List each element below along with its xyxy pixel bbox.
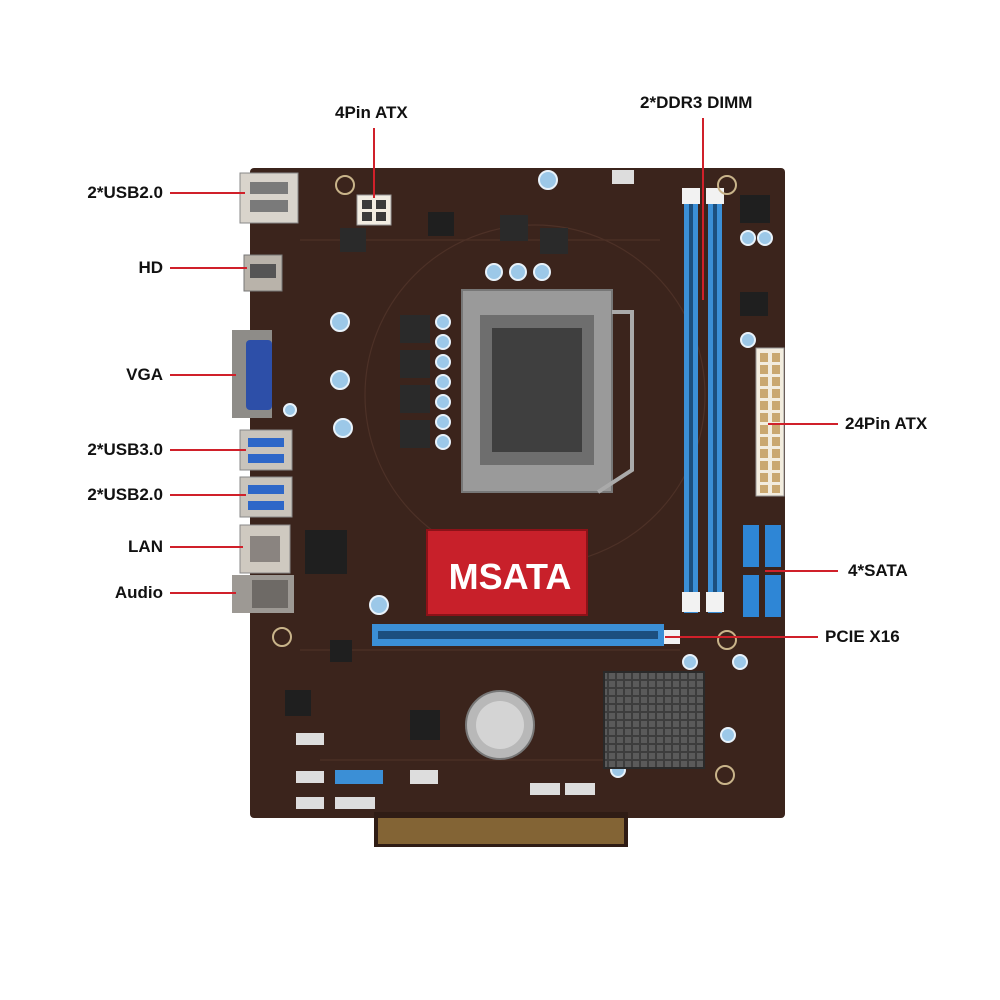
label-usb30: 2*USB3.0 [87, 440, 163, 459]
atx-4pin-connector [356, 194, 392, 226]
cpu-socket [461, 289, 634, 494]
cmos-battery [465, 690, 535, 760]
ddr3-dimm-slots [682, 188, 724, 613]
msata-card: MSATA [426, 529, 588, 616]
mounting-holes [272, 175, 737, 785]
sata-connectors [743, 525, 781, 617]
label-24pin-atx: 24Pin ATX [845, 414, 928, 433]
lan-port [239, 524, 291, 574]
usb30-port [239, 429, 293, 471]
pcie-x16-slot [372, 624, 680, 646]
audio-port [232, 575, 294, 613]
vrm-components [340, 212, 568, 448]
leader-lines [170, 118, 838, 638]
atx-24pin-holes [760, 353, 780, 493]
label-vga: VGA [126, 365, 163, 384]
capacitors [283, 170, 773, 778]
usb20-top-port [239, 172, 299, 224]
usb20-bottom-port [239, 476, 293, 518]
label-usb20-bottom: 2*USB2.0 [87, 485, 163, 504]
label-4pin-atx: 4Pin ATX [335, 103, 408, 122]
label-hd: HD [138, 258, 163, 277]
misc-chips [285, 195, 770, 740]
vga-port [232, 330, 272, 418]
label-lan: LAN [128, 537, 163, 556]
header-pins [296, 170, 634, 809]
label-audio: Audio [114, 583, 163, 602]
front-headers [335, 770, 383, 784]
hdmi-port [243, 254, 283, 292]
label-4-sata: 4*SATA [848, 561, 908, 580]
chipset-heatsink [603, 671, 705, 769]
msata-label: MSATA [449, 556, 572, 597]
label-ddr3-dimm: 2*DDR3 DIMM [640, 93, 753, 112]
label-usb20-top: 2*USB2.0 [87, 183, 163, 202]
label-pcie-x16: PCIE X16 [825, 627, 900, 646]
